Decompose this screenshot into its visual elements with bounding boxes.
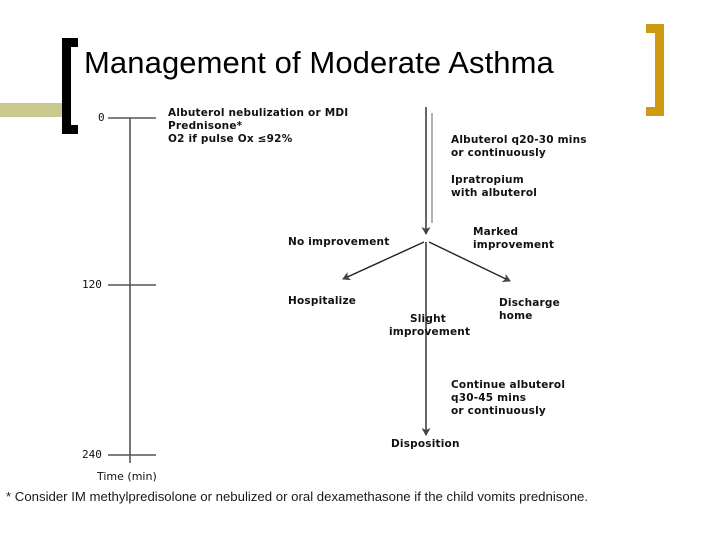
arrow-marked-improvement <box>428 241 511 283</box>
step-ongoing-albuterol: Albuterol q20-30 mins or continuously <box>451 134 587 159</box>
step-ipratropium: Ipratropium with albuterol <box>451 174 538 199</box>
outcome-discharge-home: Discharge home <box>499 297 560 322</box>
left-bracket-decoration <box>62 38 78 134</box>
accent-bar-decoration <box>0 103 69 117</box>
right-bracket-decoration <box>646 24 664 116</box>
branch-label-no-improvement: No improvement <box>288 236 390 248</box>
time-axis-title: Time (min) <box>97 470 157 483</box>
outcome-hospitalize: Hospitalize <box>288 295 357 307</box>
step-continue-albuterol: Continue albuterol q30-45 mins or contin… <box>451 379 566 417</box>
branch-label-slight-improvement: Slight improvement <box>389 313 471 338</box>
step-initial-treatment: Albuterol nebulization or MDI Prednisone… <box>168 107 349 145</box>
flow-diagram-lines <box>108 107 511 463</box>
branch-label-marked-improvement: Marked improvement <box>473 226 555 251</box>
footnote-text: * Consider IM methylpredisolone or nebul… <box>6 489 589 504</box>
time-tick-label-0: 0 <box>98 111 105 124</box>
time-tick-label-120: 120 <box>82 278 102 291</box>
outcome-disposition: Disposition <box>391 438 460 450</box>
title-area: Management of Moderate Asthma <box>0 0 720 140</box>
arrow-no-improvement <box>342 241 425 281</box>
page-title: Management of Moderate Asthma <box>84 45 554 80</box>
time-tick-label-240: 240 <box>82 448 102 461</box>
asthma-management-flow-diagram: 0 120 240 Time (min) Albuterol nebulizat… <box>0 95 720 490</box>
